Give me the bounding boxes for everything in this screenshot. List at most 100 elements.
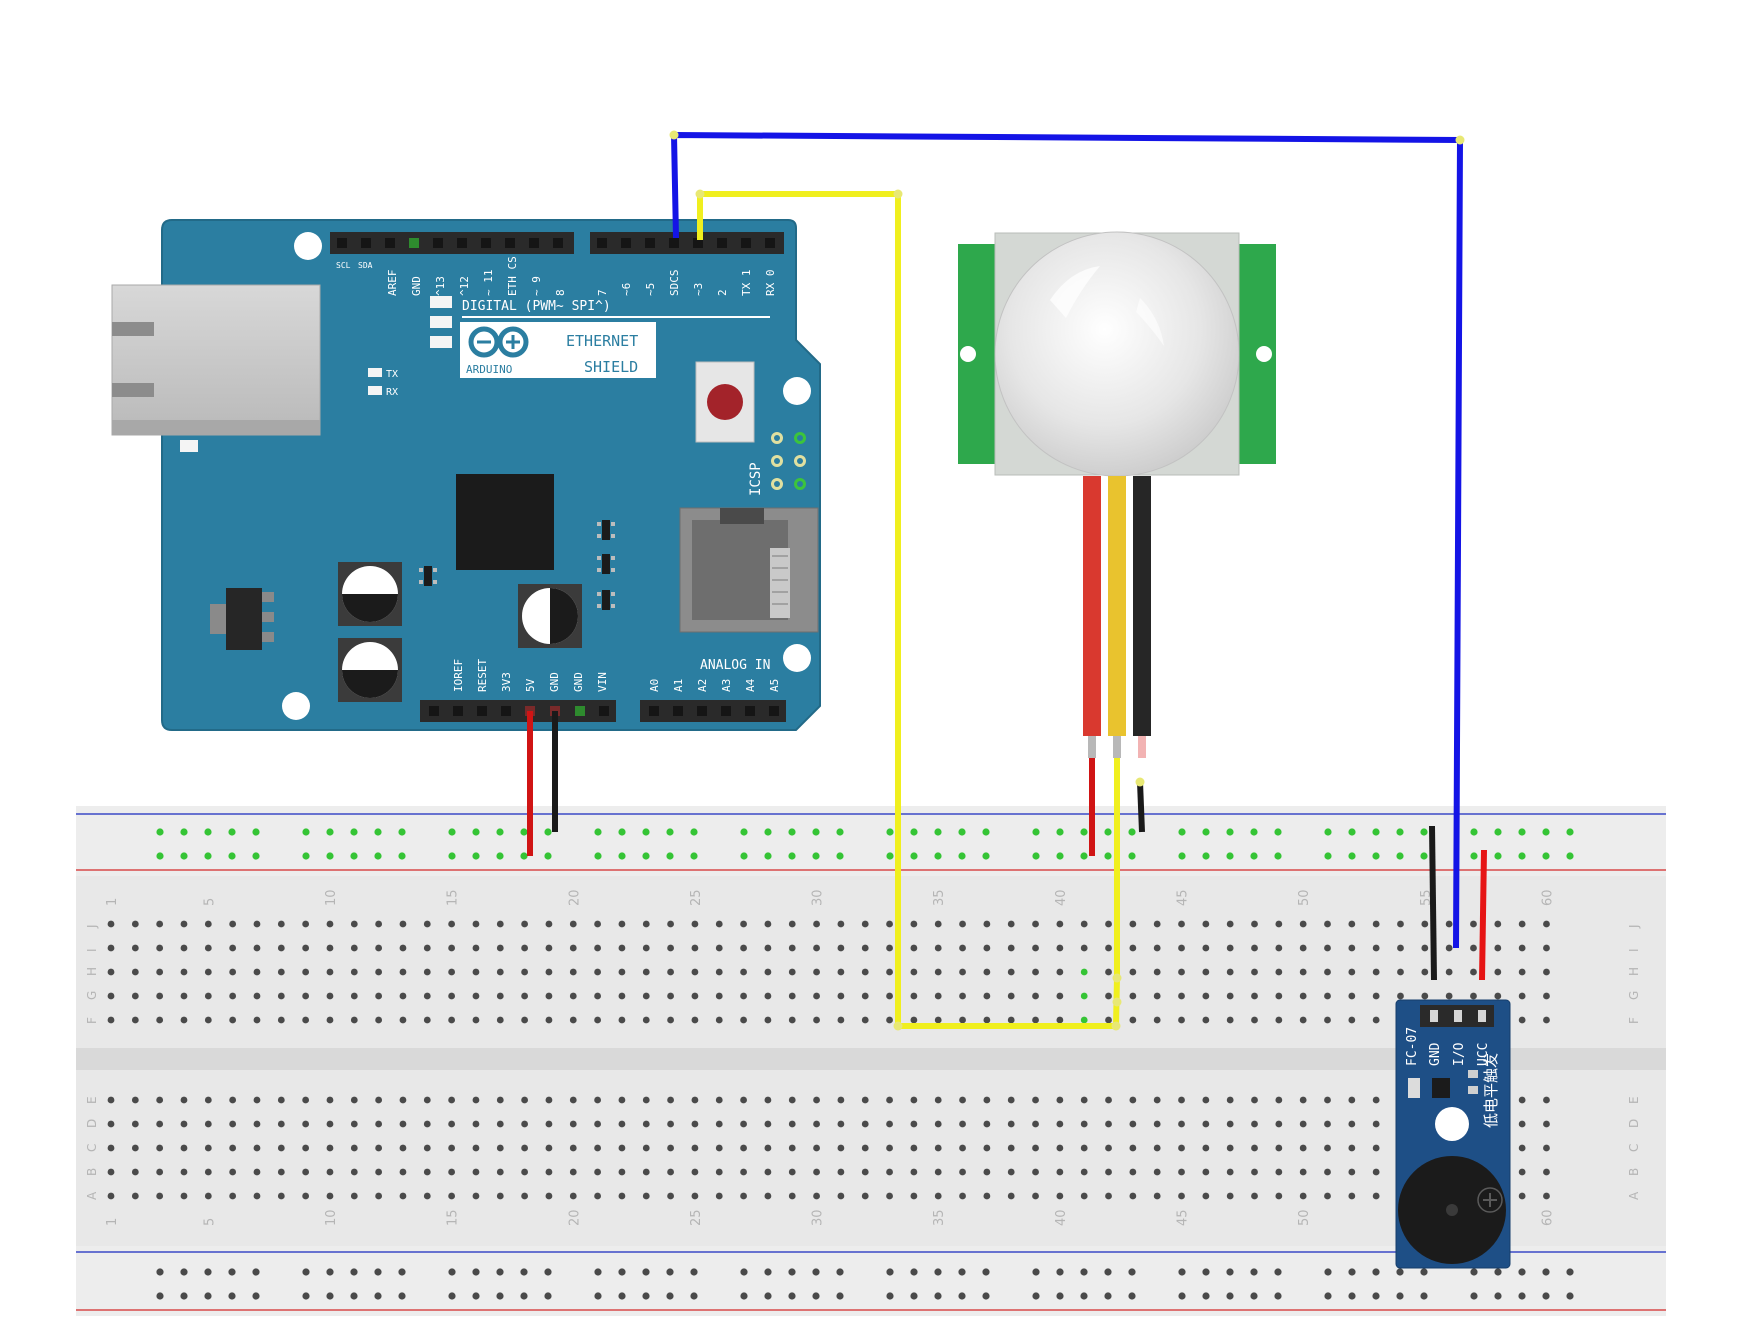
- smd-lead: [611, 534, 615, 538]
- rail-hole: [1518, 852, 1526, 860]
- breadboard-hole: [764, 1096, 772, 1104]
- breadboard-hole: [788, 944, 796, 952]
- breadboard-hole: [496, 1016, 504, 1024]
- breadboard-hole: [788, 1168, 796, 1176]
- rail-hole: [1250, 1292, 1258, 1300]
- rail-hole: [594, 1292, 602, 1300]
- breadboard-hole: [569, 1016, 577, 1024]
- rail-hole: [910, 828, 918, 836]
- breadboard-hole: [180, 1016, 188, 1024]
- rail-hole: [544, 828, 552, 836]
- breadboard-hole: [1275, 1192, 1283, 1200]
- breadboard-hole: [521, 1096, 529, 1104]
- breadboard-hole: [983, 1192, 991, 1200]
- breadboard-hole: [326, 1096, 334, 1104]
- breadboard-hole: [545, 968, 553, 976]
- breadboard-hole: [1518, 920, 1526, 928]
- breadboard-hole: [1324, 968, 1331, 976]
- breadboard-hole: [959, 944, 966, 952]
- rail-hole: [374, 852, 382, 860]
- pin-label: 3V3: [500, 672, 513, 692]
- breadboard-hole: [156, 944, 164, 952]
- breadboard-hole: [1032, 1016, 1039, 1024]
- rail-hole: [642, 1268, 650, 1276]
- breadboard-hole: [1348, 1144, 1356, 1152]
- breadboard-hole: [1056, 1016, 1064, 1024]
- breadboard-hole: [204, 1168, 212, 1176]
- rail-hole: [1104, 828, 1112, 836]
- rail-hole: [666, 828, 674, 836]
- breadboard-hole: [1056, 1144, 1064, 1152]
- breadboard-hole: [107, 944, 115, 952]
- breadboard-hole: [448, 944, 456, 952]
- rail-hole: [1324, 828, 1332, 836]
- rail-hole: [958, 852, 966, 860]
- breadboard-hole: [667, 1168, 674, 1176]
- buzzer-header-pins: [1430, 1010, 1486, 1022]
- breadboard-hole: [253, 944, 261, 952]
- rail-hole: [886, 1292, 894, 1300]
- breadboard-hole: [375, 1120, 383, 1128]
- breadboard-hole: [1226, 968, 1234, 976]
- header-pin: [697, 706, 707, 716]
- breadboard-hole: [1518, 1016, 1526, 1024]
- pin-label: AREF: [386, 270, 399, 297]
- rail-hole: [1566, 852, 1574, 860]
- rail-hole: [156, 852, 164, 860]
- row-letter: J: [85, 924, 99, 929]
- breadboard-hole: [837, 1096, 845, 1104]
- breadboard-hole: [180, 944, 188, 952]
- breadboard-hole: [253, 968, 261, 976]
- breadboard-hole: [131, 1168, 139, 1176]
- rail-hole: [740, 828, 748, 836]
- breadboard-hole: [204, 992, 212, 1000]
- rail-hole: [1202, 1268, 1210, 1276]
- breadboard-hole: [1032, 944, 1039, 952]
- breadboard-hole: [983, 920, 991, 928]
- breadboard-hole: [837, 1168, 845, 1176]
- rj45-shade: [112, 420, 320, 435]
- breadboard-hole: [667, 1192, 674, 1200]
- breadboard-hole: [277, 968, 285, 976]
- header-pin: [553, 238, 563, 248]
- breadboard-hole: [569, 968, 577, 976]
- column-number: 45: [1176, 1209, 1191, 1226]
- breadboard-hole: [302, 1120, 310, 1128]
- breadboard-hole: [326, 920, 334, 928]
- breadboard-hole: [1543, 1096, 1550, 1104]
- breadboard-hole: [764, 1016, 772, 1024]
- breadboard-hole: [1543, 920, 1550, 928]
- breadboard-hole: [1226, 1168, 1234, 1176]
- breadboard-hole: [302, 944, 310, 952]
- breadboard-hole: [229, 944, 237, 952]
- breadboard-hole: [180, 1120, 188, 1128]
- rail-hole: [204, 1292, 212, 1300]
- breadboard-hole: [1178, 1192, 1185, 1200]
- rail-hole: [1128, 1268, 1136, 1276]
- column-number: 35: [932, 1209, 947, 1226]
- rail-hole: [958, 1268, 966, 1276]
- rail-hole: [180, 828, 188, 836]
- rail-hole: [1470, 828, 1478, 836]
- breadboard-hole: [375, 1144, 383, 1152]
- rail-hole: [690, 852, 698, 860]
- rail-hole: [788, 1268, 796, 1276]
- breadboard-hole: [472, 920, 480, 928]
- breadboard-hole: [326, 1192, 334, 1200]
- breadboard-hole: [861, 968, 869, 976]
- pin-label: SDCS: [668, 270, 681, 297]
- breadboard-hole: [1397, 992, 1404, 1000]
- ethernet-chip: [456, 474, 554, 570]
- rail-hole: [1372, 828, 1380, 836]
- breadboard-hole: [1105, 1168, 1112, 1176]
- digital-header-right: [590, 232, 784, 254]
- wire-end-markers: [669, 130, 1465, 1031]
- breadboard-hole: [594, 1120, 601, 1128]
- row-letter: B: [1627, 1168, 1641, 1176]
- arduino-logo-icon: [468, 326, 529, 358]
- breadboard-hole: [1445, 968, 1453, 976]
- breadboard-hole: [326, 968, 334, 976]
- rail-hole: [740, 852, 748, 860]
- rail-hole: [472, 1292, 480, 1300]
- breadboard-hole: [618, 920, 626, 928]
